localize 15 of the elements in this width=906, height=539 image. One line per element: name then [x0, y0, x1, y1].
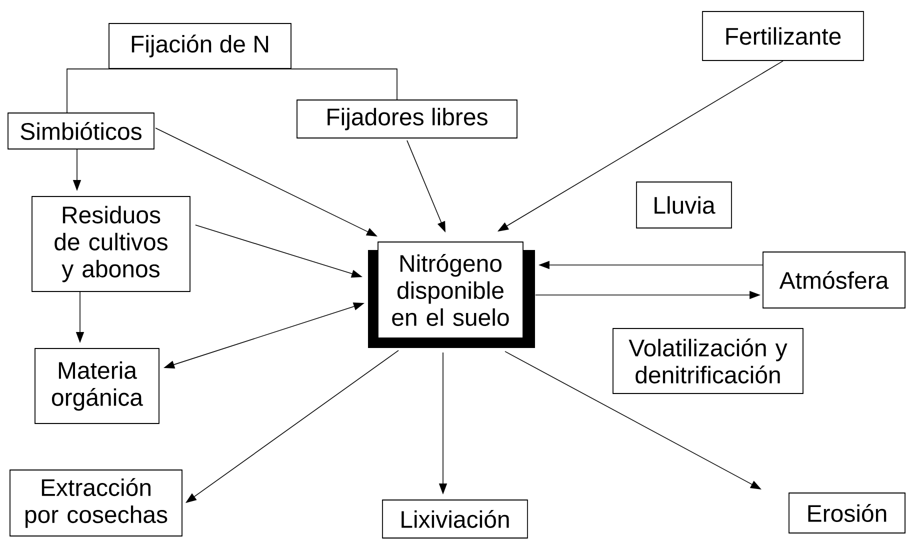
- concept-box: Fertilizante: [702, 11, 864, 61]
- concept-box: Extracción por cosechas: [10, 470, 182, 536]
- concept-box: Volatilización y denitrificación: [612, 328, 804, 394]
- concept-box: Fijación de N: [108, 23, 292, 69]
- connector-line: [200, 68, 398, 100]
- concept-box: Simbióticos: [8, 112, 154, 150]
- connector-line: [66, 68, 200, 113]
- central-box: Nitrógeno disponible en el suelo: [368, 242, 535, 348]
- concept-box: Lluvia: [636, 182, 732, 228]
- concept-box: Atmósfera: [762, 252, 906, 308]
- concept-box: Lixiviación: [382, 500, 528, 538]
- concept-box: Fijadores libres: [296, 100, 518, 138]
- concept-box: Residuos de cultivos y abonos: [32, 196, 190, 292]
- concept-box: Materia orgánica: [34, 348, 160, 424]
- concept-box: Erosión: [788, 492, 906, 534]
